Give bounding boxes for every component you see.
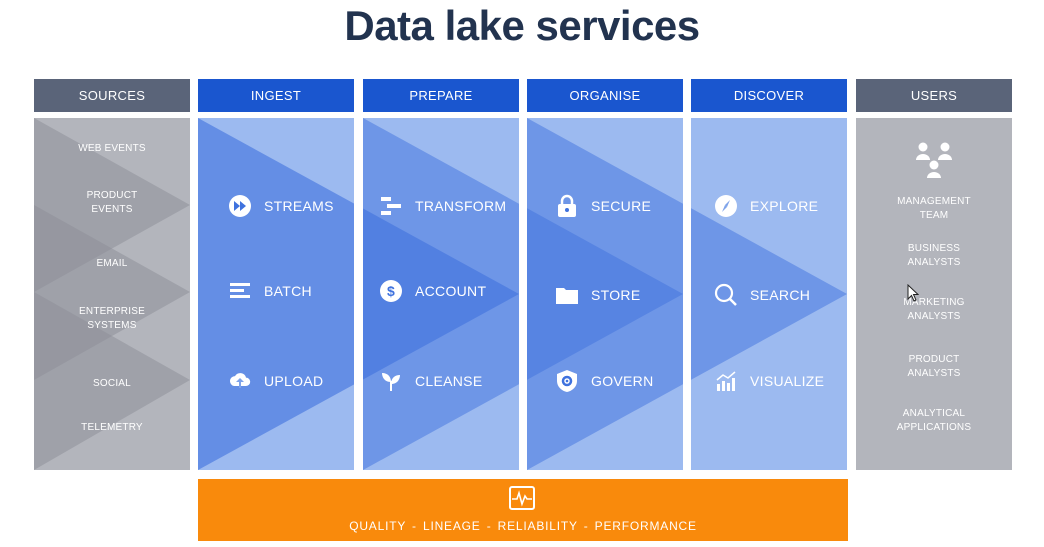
batch-label: BATCH (264, 283, 312, 299)
folder-icon (555, 283, 579, 307)
header-organise: ORGANISE (527, 79, 683, 112)
streams-label: STREAMS (264, 198, 334, 214)
quality-bar: QUALITY - LINEAGE - RELIABILITY - PERFOR… (198, 479, 848, 541)
service-secure: SECURE (555, 194, 651, 218)
cleanse-label: CLEANSE (415, 373, 483, 389)
transform-bars-icon (379, 194, 403, 218)
header-users: USERS (856, 79, 1012, 112)
batch-lines-icon (228, 279, 252, 303)
source-product-events: PRODUCT EVENTS (86, 190, 138, 215)
secure-label: SECURE (591, 198, 652, 214)
service-search: SEARCH (714, 283, 810, 307)
pulse-monitor-icon (509, 486, 535, 510)
source-email: EMAIL (96, 258, 128, 269)
dollar-icon: $ (379, 279, 403, 303)
service-cleanse: CLEANSE (379, 369, 482, 393)
source-web-events: WEB EVENTS (78, 143, 146, 154)
service-govern: GOVERN (555, 369, 653, 393)
service-upload: UPLOAD (228, 369, 323, 393)
user-product-analysts: PRODUCT ANALYSTS (907, 354, 961, 379)
transform-label: TRANSFORM (415, 198, 507, 214)
upload-label: UPLOAD (264, 373, 324, 389)
people-icon (913, 140, 955, 182)
service-transform: TRANSFORM (379, 194, 506, 218)
source-enterprise-systems: ENTERPRISE SYSTEMS (79, 306, 145, 331)
user-analytical-applications: ANALYTICAL APPLICATIONS (896, 408, 972, 433)
service-visualize: VISUALIZE (714, 369, 824, 393)
service-streams: STREAMS (228, 194, 334, 218)
account-label: ACCOUNT (415, 283, 487, 299)
user-management-team: MANAGEMENT TEAM (897, 196, 971, 221)
user-business-analysts: BUSINESS ANALYSTS (907, 243, 961, 268)
chart-icon (714, 369, 738, 393)
source-social: SOCIAL (93, 378, 131, 389)
page-title: Data lake services (344, 2, 700, 49)
cloud-upload-icon (228, 369, 252, 393)
header-ingest: INGEST (198, 79, 354, 112)
search-icon (714, 283, 738, 307)
header-discover: DISCOVER (691, 79, 847, 112)
store-label: STORE (591, 287, 641, 303)
mouse-cursor-icon (907, 283, 920, 307)
service-batch: BATCH (228, 279, 312, 303)
svg-text:$: $ (387, 283, 395, 299)
service-explore: EXPLORE (714, 194, 818, 218)
govern-label: GOVERN (591, 373, 654, 389)
fast-forward-icon (228, 194, 252, 218)
leaf-icon (379, 369, 403, 393)
service-account: $ ACCOUNT (379, 279, 486, 303)
lock-icon (555, 194, 579, 218)
explore-label: EXPLORE (750, 198, 819, 214)
search-label: SEARCH (750, 287, 811, 303)
user-marketing-analysts: MARKETING ANALYSTS (903, 297, 965, 322)
visualize-label: VISUALIZE (750, 373, 825, 389)
quality-bar-label: QUALITY - LINEAGE - RELIABILITY - PERFOR… (349, 519, 697, 533)
header-sources: SOURCES (34, 79, 190, 112)
sources-column (34, 118, 190, 470)
compass-icon (714, 194, 738, 218)
service-store: STORE (555, 283, 640, 307)
shield-gear-icon (555, 369, 579, 393)
source-telemetry: TELEMETRY (81, 422, 143, 433)
header-prepare: PREPARE (363, 79, 519, 112)
